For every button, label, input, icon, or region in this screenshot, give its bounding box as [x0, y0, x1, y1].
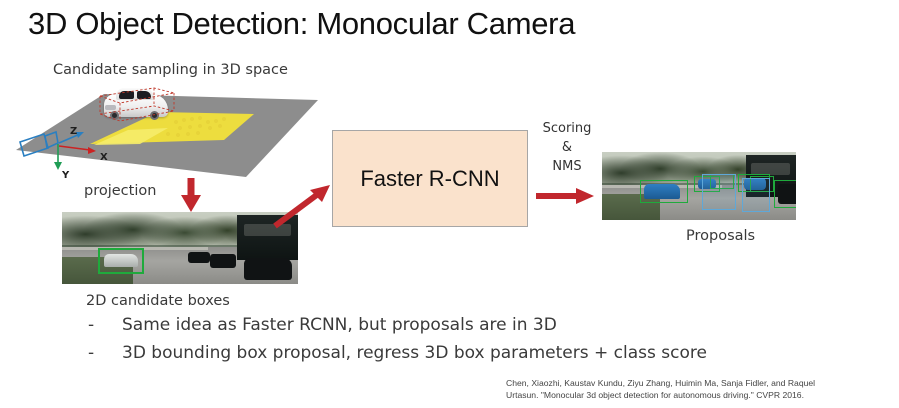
list-item: - 3D bounding box proposal, regress 3D b…: [88, 340, 788, 366]
image-building: [236, 214, 298, 260]
axis-label-z: Z: [70, 126, 78, 137]
image-near-car: [244, 258, 292, 280]
axis-label-x: X: [100, 152, 108, 163]
projection-arrow-down: [181, 178, 201, 212]
car-window-front: [119, 91, 134, 99]
citation-line-2: Urtasun. "Monocular 3d object detection …: [506, 390, 804, 401]
citation-line-1: Chen, Xiaozhi, Kaustav Kundu, Ziyu Zhang…: [506, 378, 816, 388]
bullet-text: 3D bounding box proposal, regress 3D box…: [122, 343, 707, 363]
arrow-to-proposals: [536, 188, 594, 204]
proposal-car-blue-3: [744, 178, 766, 190]
faster-rcnn-label: Faster R-CNN: [360, 165, 500, 191]
car-window-rear: [137, 91, 151, 99]
red-3d-bounding-box: [99, 87, 175, 122]
image-distant-car-2: [210, 254, 236, 268]
ground-plane-graphic: [16, 94, 318, 177]
proposal-green-box-5: [750, 176, 774, 192]
axis-label-y: Y: [62, 170, 70, 181]
scene-3d-illustration: Z X Y: [8, 78, 328, 184]
camera-and-axes-graphic: [19, 130, 96, 170]
proposal-green-box-1: [640, 180, 688, 203]
citation: Chen, Xiaozhi, Kaustav Kundu, Ziyu Zhang…: [506, 377, 894, 402]
proposal-green-box-6: [774, 180, 796, 208]
image-building-sign: [243, 223, 291, 237]
proposal-car-dark: [778, 184, 796, 204]
list-item: - Same idea as Faster RCNN, but proposal…: [88, 312, 788, 338]
proposal-green-box-2: [694, 176, 720, 192]
page-title: 3D Object Detection: Monocular Camera: [28, 6, 576, 41]
arrow-to-rcnn: [273, 185, 330, 229]
car-grille: [105, 105, 116, 110]
proposal-car-blue-1: [644, 184, 680, 199]
image-building-sign: [751, 162, 791, 176]
car-3d-model: [96, 84, 178, 126]
candidate-boxes-image: [62, 212, 298, 284]
car-wheel-rear: [150, 111, 159, 120]
proposal-blue-box-1: [702, 174, 736, 210]
scoring-line-3: NMS: [552, 158, 582, 174]
bullet-dash: -: [88, 343, 95, 363]
projection-label: projection: [84, 183, 157, 199]
scene3d-caption: Candidate sampling in 3D space: [53, 62, 288, 78]
faster-rcnn-box[interactable]: Faster R-CNN: [332, 130, 528, 227]
proposals-image: [602, 152, 796, 220]
scoring-nms-label: Scoring & NMS: [534, 120, 600, 177]
bullet-text: Same idea as Faster RCNN, but proposals …: [122, 315, 557, 335]
image-distant-car-1: [188, 252, 210, 263]
scoring-line-1: Scoring: [542, 121, 592, 136]
bullet-dash: -: [88, 315, 95, 335]
candidate-boxes-caption: 2D candidate boxes: [86, 293, 230, 309]
green-candidate-box: [98, 248, 144, 274]
proposal-blue-box-2: [742, 178, 770, 212]
proposals-caption: Proposals: [686, 228, 756, 244]
scoring-line-2: &: [561, 139, 573, 155]
bullet-list: - Same idea as Faster RCNN, but proposal…: [88, 312, 788, 368]
proposal-car-blue-2: [698, 179, 716, 189]
image-target-car: [104, 254, 138, 267]
